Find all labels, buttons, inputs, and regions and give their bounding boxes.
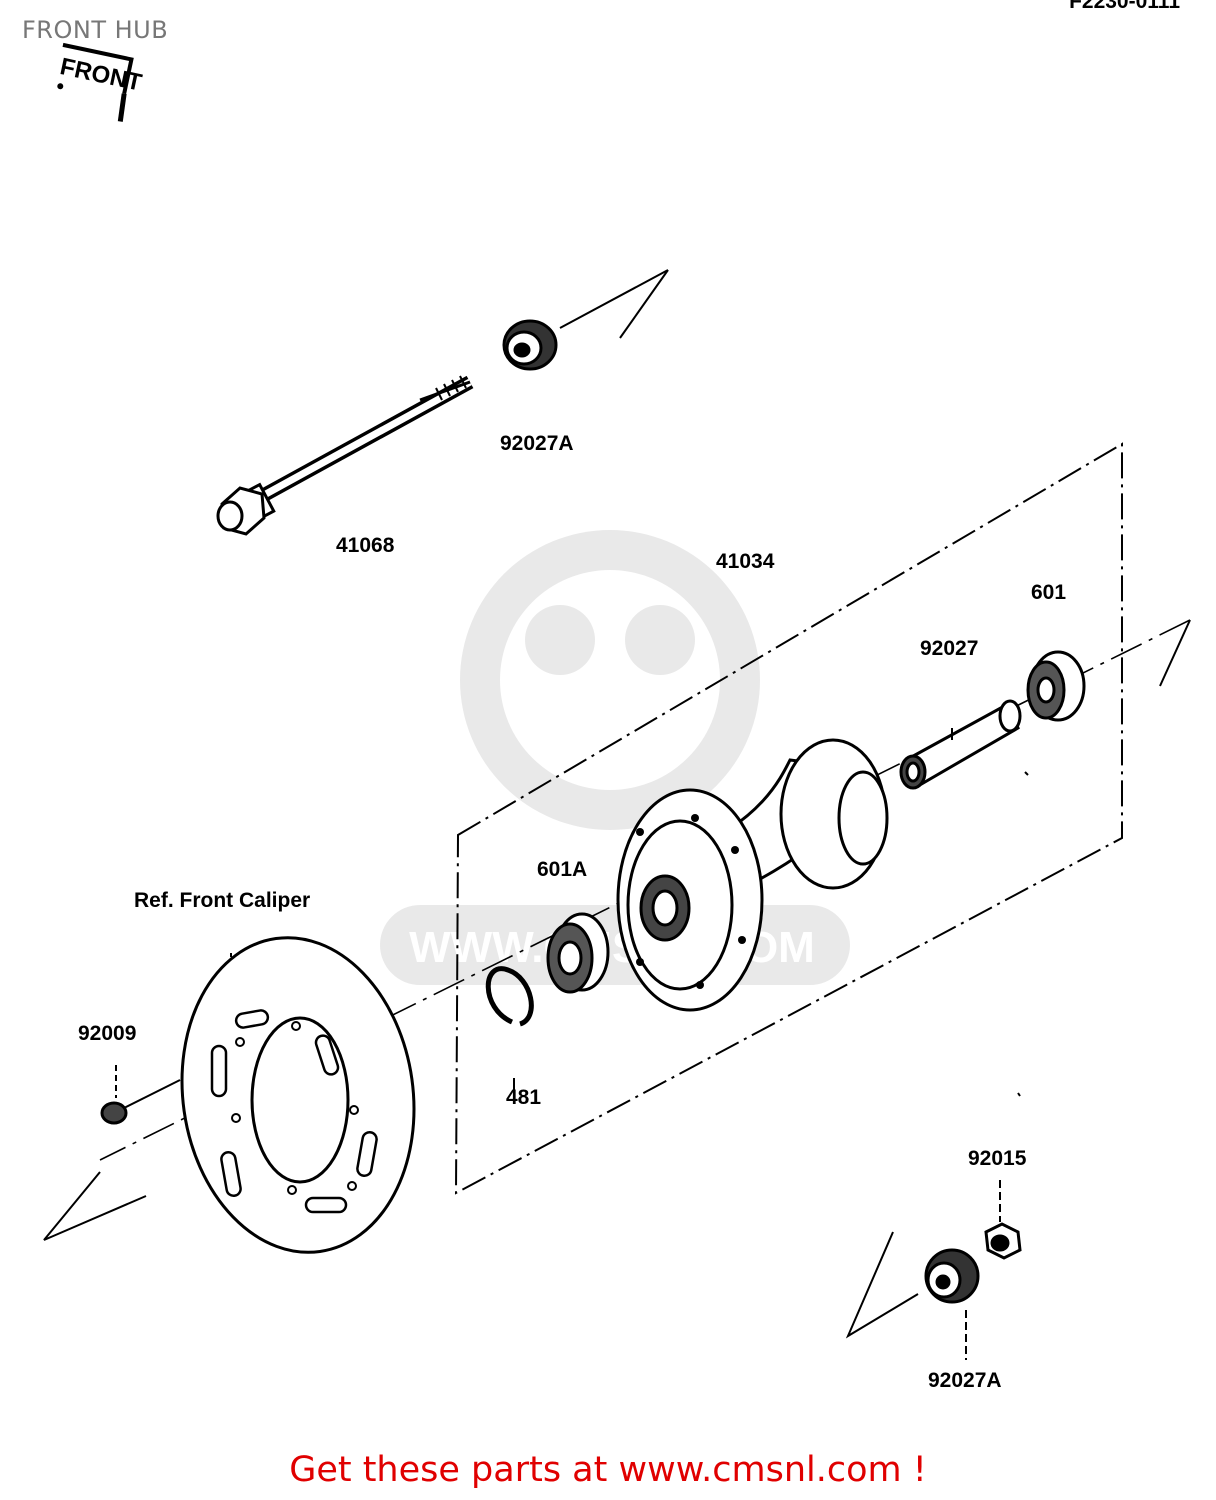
axle-break-mark-right [845,1231,919,1339]
part-label-92027: 92027 [920,637,979,660]
reference-note: Ref. Front Caliper [134,889,311,912]
part-label-41034: 41034 [716,550,775,573]
axle-bolt-41068 [216,375,474,536]
part-label-92027a-bottom: 92027A [928,1369,1002,1392]
nut-92015 [984,1180,1022,1260]
brake-disc [180,936,416,1254]
collar-92027a-top [502,319,558,371]
part-label-92015: 92015 [968,1147,1027,1170]
hub-41034 [616,738,889,1012]
part-label-41068: 41068 [336,534,395,557]
axle-break-mark-top [559,269,1191,687]
bearing-601a [546,912,610,994]
part-label-481: 481 [506,1086,542,1109]
disc-bolt-92009 [100,1065,181,1125]
hub-assembly-outline [454,442,1123,1195]
bearing-601 [1026,650,1086,722]
spacer-92027 [899,699,1022,790]
sheet-code: F2230-0111 [1069,0,1180,13]
front-direction-mark: FRONT [57,42,144,122]
leader-ticks [230,728,1029,1097]
part-label-92009: 92009 [78,1022,137,1045]
page-title: FRONT HUB [22,16,169,44]
footer-parts-link[interactable]: Get these parts at www.cmsnl.com ! [289,1450,927,1490]
axle-break-mark-left [43,1171,147,1241]
watermark-logo [380,530,850,985]
part-label-601: 601 [1031,581,1067,604]
collar-92027a-bottom [924,1248,980,1360]
part-label-92027a-top: 92027A [500,432,574,455]
part-label-601a: 601A [537,858,588,881]
circlip-481 [485,966,534,1027]
